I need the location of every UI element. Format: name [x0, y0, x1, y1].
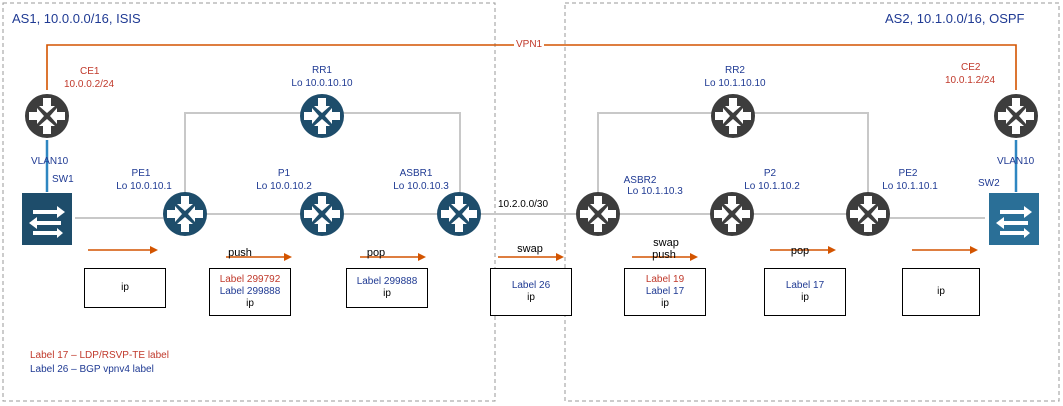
vpn-label: VPN1: [514, 39, 545, 51]
flow-arrowhead: [690, 253, 698, 261]
pe2-lo: Lo 10.1.10.1: [882, 181, 938, 192]
vpn-path: [46, 44, 1017, 90]
packet-box-2: Label 299792 Label 299888 ip: [209, 268, 291, 316]
p2-router-icon: [710, 192, 754, 236]
packet-ip: ip: [121, 282, 129, 293]
as2-title: AS2, 10.1.0.0/16, OSPF: [885, 11, 1025, 26]
sw1-name: SW1: [52, 174, 74, 185]
op-push-asbr2: push: [652, 249, 676, 261]
packet-box-6: Label 17 ip: [764, 268, 846, 316]
pe1-name: PE1: [131, 168, 151, 179]
ce1-addr: 10.0.0.2/24: [64, 79, 115, 90]
ce1-name: CE1: [80, 66, 100, 77]
flow-arrowhead: [970, 246, 978, 254]
op-swap-asbr1: swap: [517, 243, 543, 255]
legend-ldp: Label 17 – LDP/RSVP-TE label: [30, 350, 169, 361]
packet-box-1: ip: [84, 268, 166, 308]
packet-label: Label 17: [645, 286, 685, 297]
packet-label: Label 299792: [219, 274, 281, 285]
p2-lo: Lo 10.1.10.2: [744, 181, 800, 192]
as1-boundary: [2, 2, 496, 402]
asbr2-router-icon: [576, 192, 620, 236]
packet-ip: ip: [383, 288, 391, 299]
op-pop-asbr1: pop: [366, 247, 386, 259]
pe1-router-icon: [163, 192, 207, 236]
packet-ip: ip: [246, 298, 254, 309]
op-push-pe1: push: [228, 247, 252, 259]
asbr2-name: ASBR2: [623, 175, 657, 186]
sw2-switch-icon: [989, 193, 1039, 245]
rr1-router-icon: [300, 94, 344, 138]
pe1-lo: Lo 10.0.10.1: [116, 181, 172, 192]
packet-label: Label 299888: [219, 286, 281, 297]
sw2-name: SW2: [978, 178, 1000, 189]
p1-lo: Lo 10.0.10.2: [256, 181, 312, 192]
ce2-name: CE2: [961, 62, 981, 73]
asbr1-name: ASBR1: [399, 168, 433, 179]
op-swap-asbr2: swap: [653, 237, 679, 249]
flow-arrowhead: [150, 246, 158, 254]
packet-ip: ip: [527, 292, 535, 303]
packet-box-4: Label 26 ip: [490, 268, 572, 316]
ce2-router-icon: [994, 94, 1038, 138]
p2-name: P2: [763, 168, 777, 179]
packet-label: Label 17: [785, 280, 825, 291]
interlink-subnet: 10.2.0.0/30: [498, 199, 549, 210]
packet-label: Label 299888: [356, 276, 418, 287]
packet-label: Label 19: [645, 274, 685, 285]
rr1-lo: Lo 10.0.10.10: [291, 78, 353, 89]
packet-ip: ip: [801, 292, 809, 303]
ce1-router-icon: [25, 94, 69, 138]
packet-ip: ip: [937, 286, 945, 297]
sw1-vlan: VLAN10: [31, 156, 69, 167]
sw1-switch-icon: [22, 193, 72, 245]
pe2-name: PE2: [898, 168, 918, 179]
flow-arrowhead: [828, 246, 836, 254]
packet-label: Label 26: [511, 280, 551, 291]
flow-arrowhead: [418, 253, 426, 261]
op-pop-p2: pop: [790, 245, 810, 257]
ce2-addr: 10.0.1.2/24: [945, 75, 996, 86]
p1-router-icon: [300, 192, 344, 236]
packet-ip: ip: [661, 298, 669, 309]
rr2-lo: Lo 10.1.10.10: [704, 78, 766, 89]
sw2-vlan: VLAN10: [997, 156, 1035, 167]
packet-box-5: Label 19 Label 17 ip: [624, 268, 706, 316]
pe2-router-icon: [846, 192, 890, 236]
asbr1-lo: Lo 10.0.10.3: [393, 181, 449, 192]
rr2-name: RR2: [724, 65, 746, 76]
flow-arrowhead: [556, 253, 564, 261]
rr1-name: RR1: [311, 65, 333, 76]
legend-bgp: Label 26 – BGP vpnv4 label: [30, 364, 154, 375]
asbr2-lo: Lo 10.1.10.3: [627, 186, 683, 197]
p1-name: P1: [277, 168, 291, 179]
packet-box-7: ip: [902, 268, 980, 316]
as2-boundary: [564, 2, 1060, 402]
rr2-router-icon: [711, 94, 755, 138]
as1-title: AS1, 10.0.0.0/16, ISIS: [12, 11, 141, 26]
flow-arrowhead: [284, 253, 292, 261]
asbr1-router-icon: [437, 192, 481, 236]
packet-box-3: Label 299888 ip: [346, 268, 428, 308]
